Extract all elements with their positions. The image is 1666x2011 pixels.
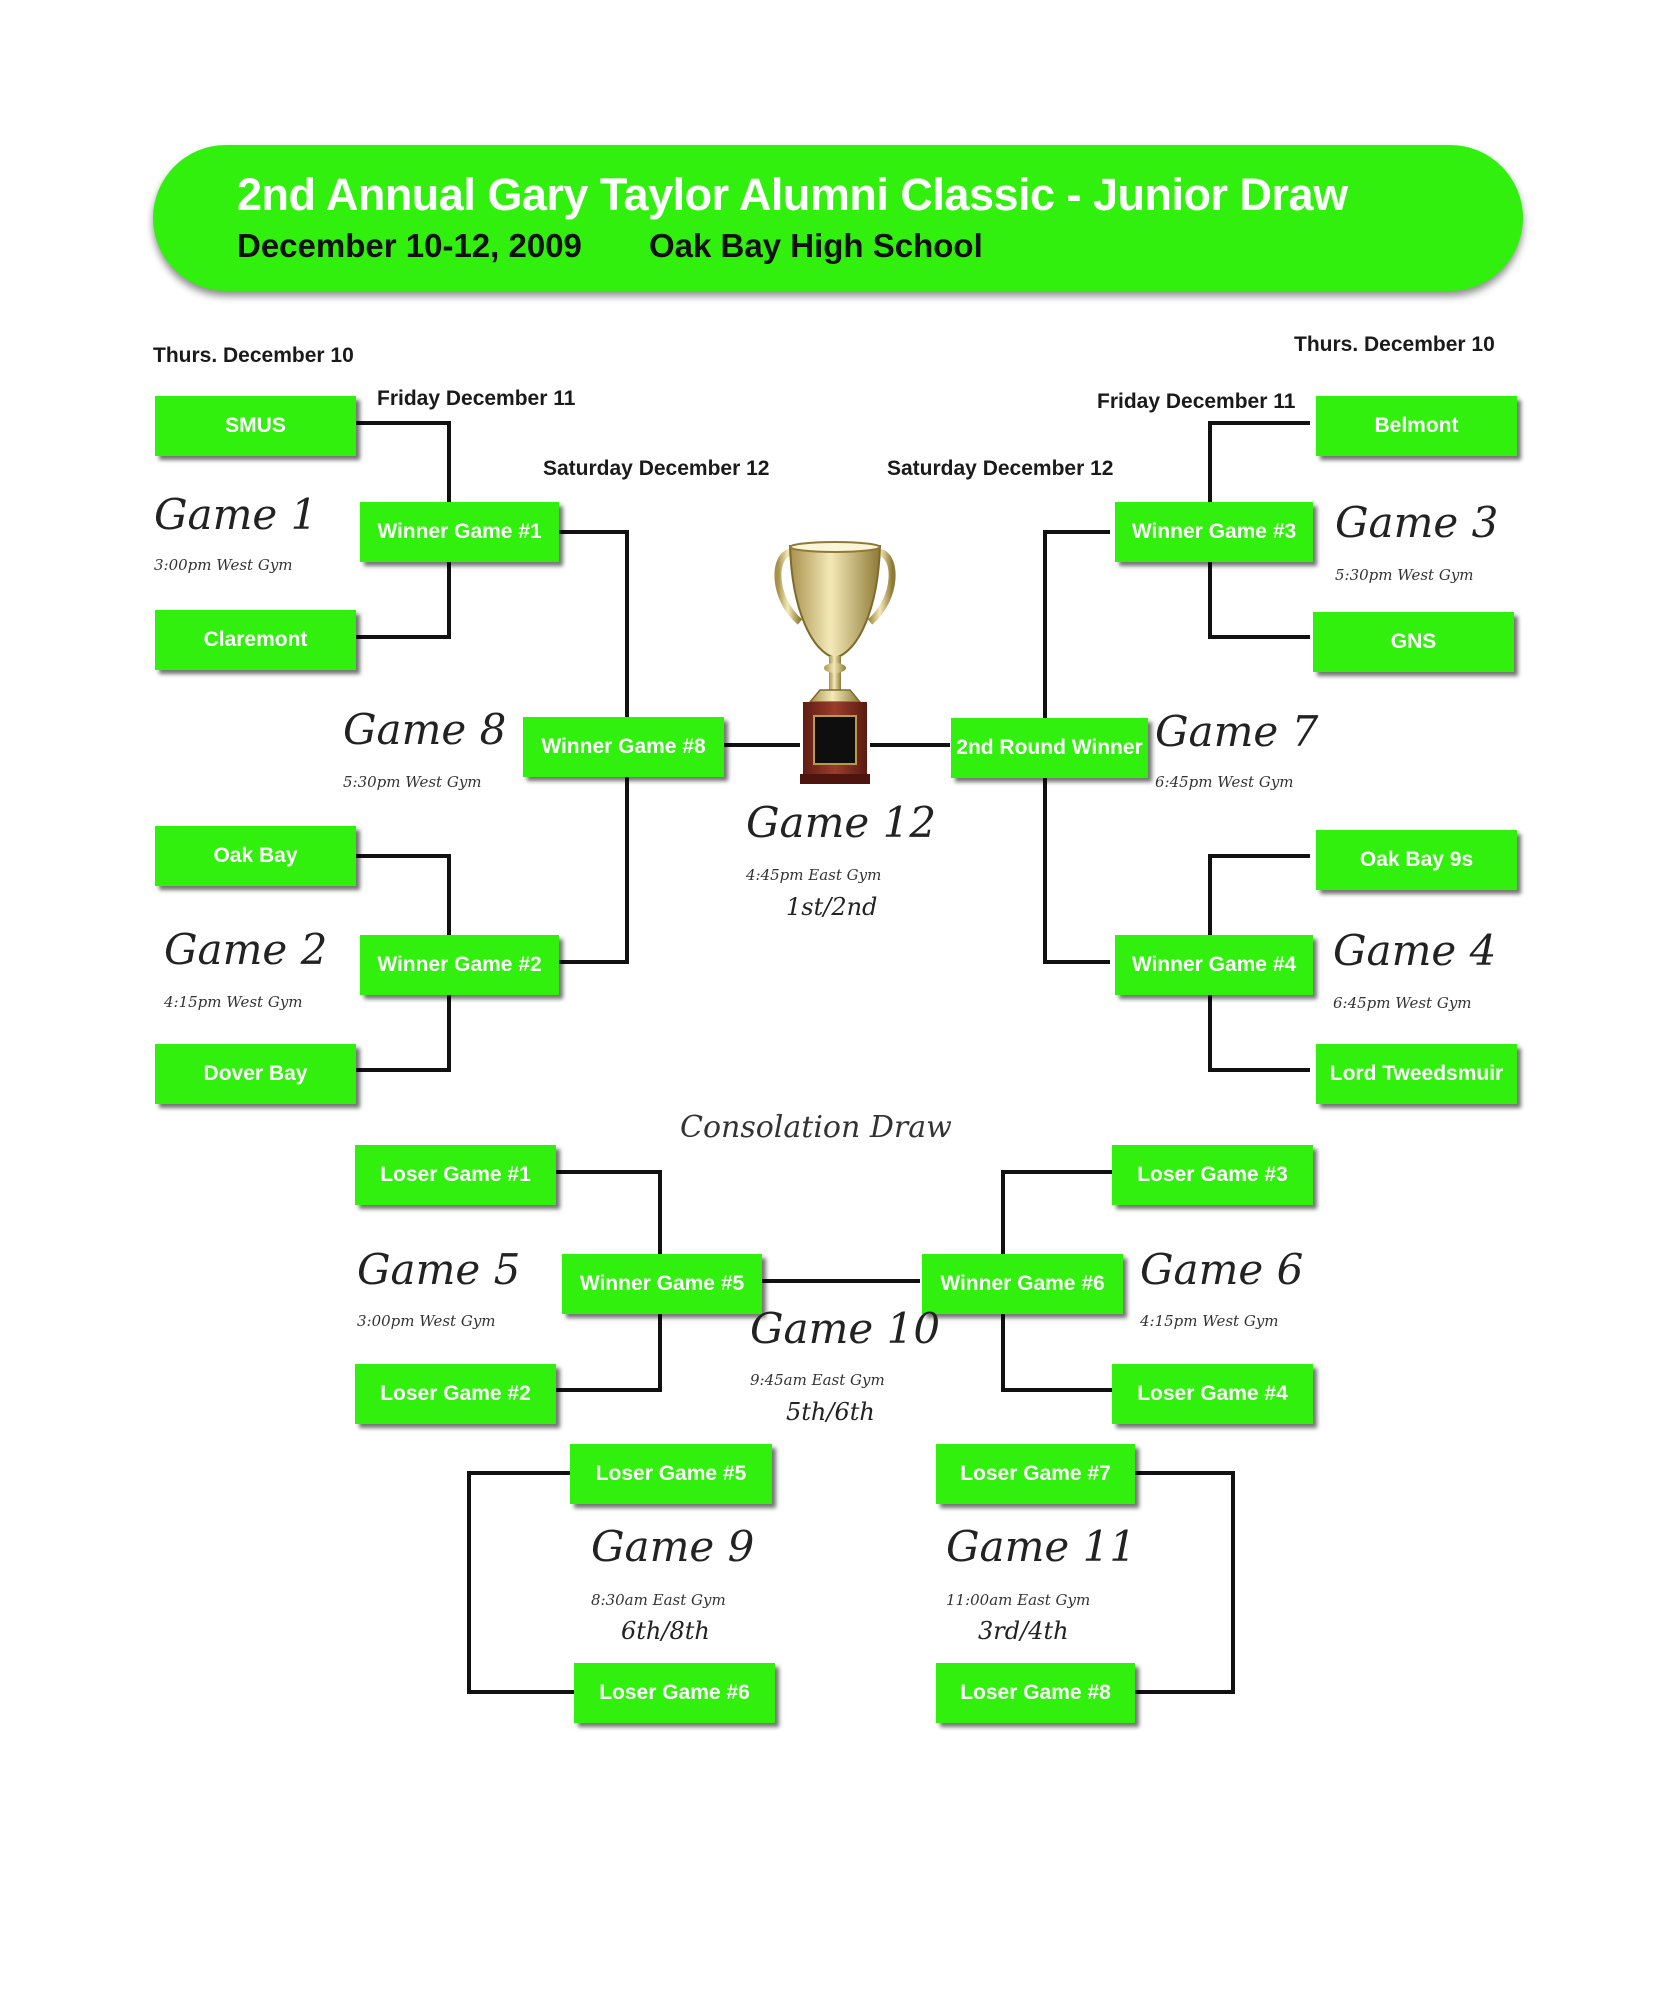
team-box-belmont: Belmont xyxy=(1316,396,1517,456)
event-dates: December 10-12, 2009 xyxy=(237,227,582,264)
box-loser-game-8: Loser Game #8 xyxy=(936,1663,1135,1723)
game-12-time: 4:45pm East Gym xyxy=(746,866,882,884)
game-5-time: 3:00pm West Gym xyxy=(357,1312,496,1330)
box-loser-game-3: Loser Game #3 xyxy=(1112,1145,1313,1205)
game-1-title: Game 1 xyxy=(154,490,318,539)
connector-game-11 xyxy=(1135,1471,1235,1694)
box-winner-game-5: Winner Game #5 xyxy=(562,1254,762,1314)
box-loser-game-1: Loser Game #1 xyxy=(355,1145,556,1205)
box-winner-game-6: Winner Game #6 xyxy=(922,1254,1123,1314)
game-2-title: Game 2 xyxy=(164,925,328,974)
game-9-title: Game 9 xyxy=(591,1522,755,1571)
team-box-smus: SMUS xyxy=(155,396,356,456)
consolation-draw-title: Consolation Draw xyxy=(680,1110,952,1145)
game-11-title: Game 11 xyxy=(946,1522,1137,1571)
team-box-oak-bay: Oak Bay xyxy=(155,826,356,886)
game-3-time: 5:30pm West Gym xyxy=(1335,566,1474,584)
day-label-right-fri: Friday December 11 xyxy=(1097,390,1296,413)
connector-game-9 xyxy=(467,1471,574,1694)
game-11-time: 11:00am East Gym xyxy=(946,1591,1091,1609)
day-label-left-thurs: Thurs. December 10 xyxy=(153,344,354,367)
page-title: 2nd Annual Gary Taylor Alumni Classic - … xyxy=(237,169,1348,220)
team-box-oak-bay-9s: Oak Bay 9s xyxy=(1316,830,1517,890)
game-6-title: Game 6 xyxy=(1140,1245,1304,1294)
box-loser-game-7: Loser Game #7 xyxy=(936,1444,1135,1504)
trophy-icon xyxy=(774,541,896,784)
game-7-time: 6:45pm West Gym xyxy=(1155,773,1294,791)
box-loser-game-2: Loser Game #2 xyxy=(355,1364,556,1424)
game-4-time: 6:45pm West Gym xyxy=(1333,994,1472,1012)
game-3-title: Game 3 xyxy=(1335,498,1499,547)
day-label-right-thurs: Thurs. December 10 xyxy=(1294,333,1495,356)
game-1-time: 3:00pm West Gym xyxy=(154,556,293,574)
game-12-title: Game 12 xyxy=(746,798,937,847)
game-2-time: 4:15pm West Gym xyxy=(164,993,303,1011)
game-5-title: Game 5 xyxy=(357,1245,521,1294)
game-10-time: 9:45am East Gym xyxy=(750,1371,885,1389)
box-loser-game-4: Loser Game #4 xyxy=(1112,1364,1313,1424)
game-7-title: Game 7 xyxy=(1155,707,1319,756)
game-10-title: Game 10 xyxy=(750,1304,941,1353)
team-box-claremont: Claremont xyxy=(155,610,356,670)
game-10-placing: 5th/6th xyxy=(786,1398,875,1426)
box-winner-game-8: Winner Game #8 xyxy=(523,717,724,777)
game-11-placing: 3rd/4th xyxy=(978,1617,1069,1645)
team-box-lord-tweedsmuir: Lord Tweedsmuir xyxy=(1316,1044,1517,1104)
box-loser-game-5: Loser Game #5 xyxy=(570,1444,772,1504)
box-winner-game-2: Winner Game #2 xyxy=(360,935,559,995)
box-winner-game-4: Winner Game #4 xyxy=(1115,935,1313,995)
header-banner: 2nd Annual Gary Taylor Alumni Classic - … xyxy=(153,145,1523,291)
team-box-gns: GNS xyxy=(1313,612,1514,672)
game-8-time: 5:30pm West Gym xyxy=(343,773,482,791)
game-8-title: Game 8 xyxy=(343,705,507,754)
day-label-right-sat: Saturday December 12 xyxy=(887,457,1114,480)
box-winner-game-3: Winner Game #3 xyxy=(1115,502,1313,562)
event-venue: Oak Bay High School xyxy=(649,227,983,264)
game-9-placing: 6th/8th xyxy=(621,1617,710,1645)
day-label-left-sat: Saturday December 12 xyxy=(543,457,770,480)
day-label-left-fri: Friday December 11 xyxy=(377,387,576,410)
game-12-placing: 1st/2nd xyxy=(786,893,878,921)
box-winner-game-1: Winner Game #1 xyxy=(360,502,559,562)
game-4-title: Game 4 xyxy=(1333,926,1497,975)
box-second-round-winner: 2nd Round Winner xyxy=(951,718,1148,778)
team-box-dover-bay: Dover Bay xyxy=(155,1044,356,1104)
game-6-time: 4:15pm West Gym xyxy=(1140,1312,1279,1330)
game-9-time: 8:30am East Gym xyxy=(591,1591,726,1609)
box-loser-game-6: Loser Game #6 xyxy=(574,1663,775,1723)
